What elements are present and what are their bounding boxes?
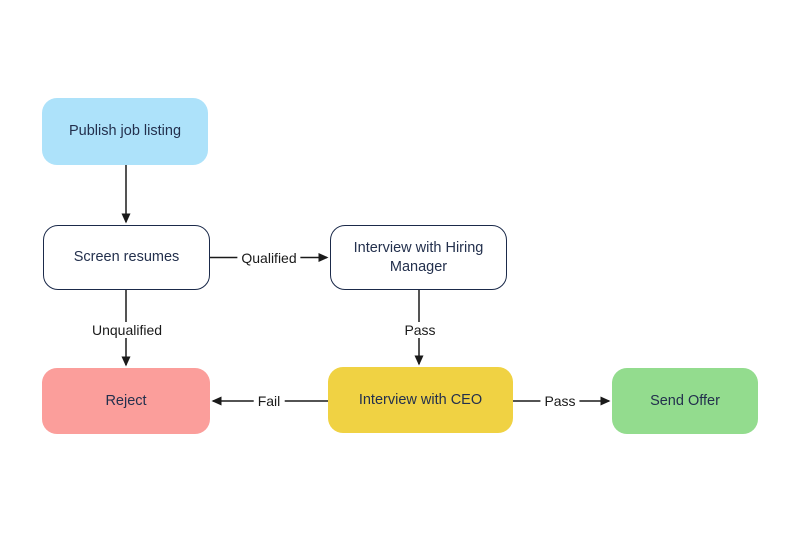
edge-label-unqualified: Unqualified [87,322,167,338]
node-interview-hiring-manager[interactable]: Interview with Hiring Manager [330,225,507,290]
node-label: Interview with CEO [358,391,483,408]
node-screen-resumes[interactable]: Screen resumes [43,225,210,290]
edge-label-qualified: Qualified [237,250,301,266]
node-reject[interactable]: Reject [42,368,210,434]
node-label: Interview with Hiring Manager [353,239,484,275]
node-label: Send Offer [650,392,720,409]
node-label: Reject [105,392,147,409]
edge-label-fail: Fail [253,393,285,409]
edge-label-pass-horizontal: Pass [540,393,580,409]
node-send-offer[interactable]: Send Offer [612,368,758,434]
node-publish-job-listing[interactable]: Publish job listing [42,98,208,165]
node-label: Publish job listing [68,123,182,140]
edge-label-pass-vertical: Pass [400,322,440,338]
node-interview-ceo[interactable]: Interview with CEO [328,367,513,433]
node-label: Screen resumes [73,249,180,266]
